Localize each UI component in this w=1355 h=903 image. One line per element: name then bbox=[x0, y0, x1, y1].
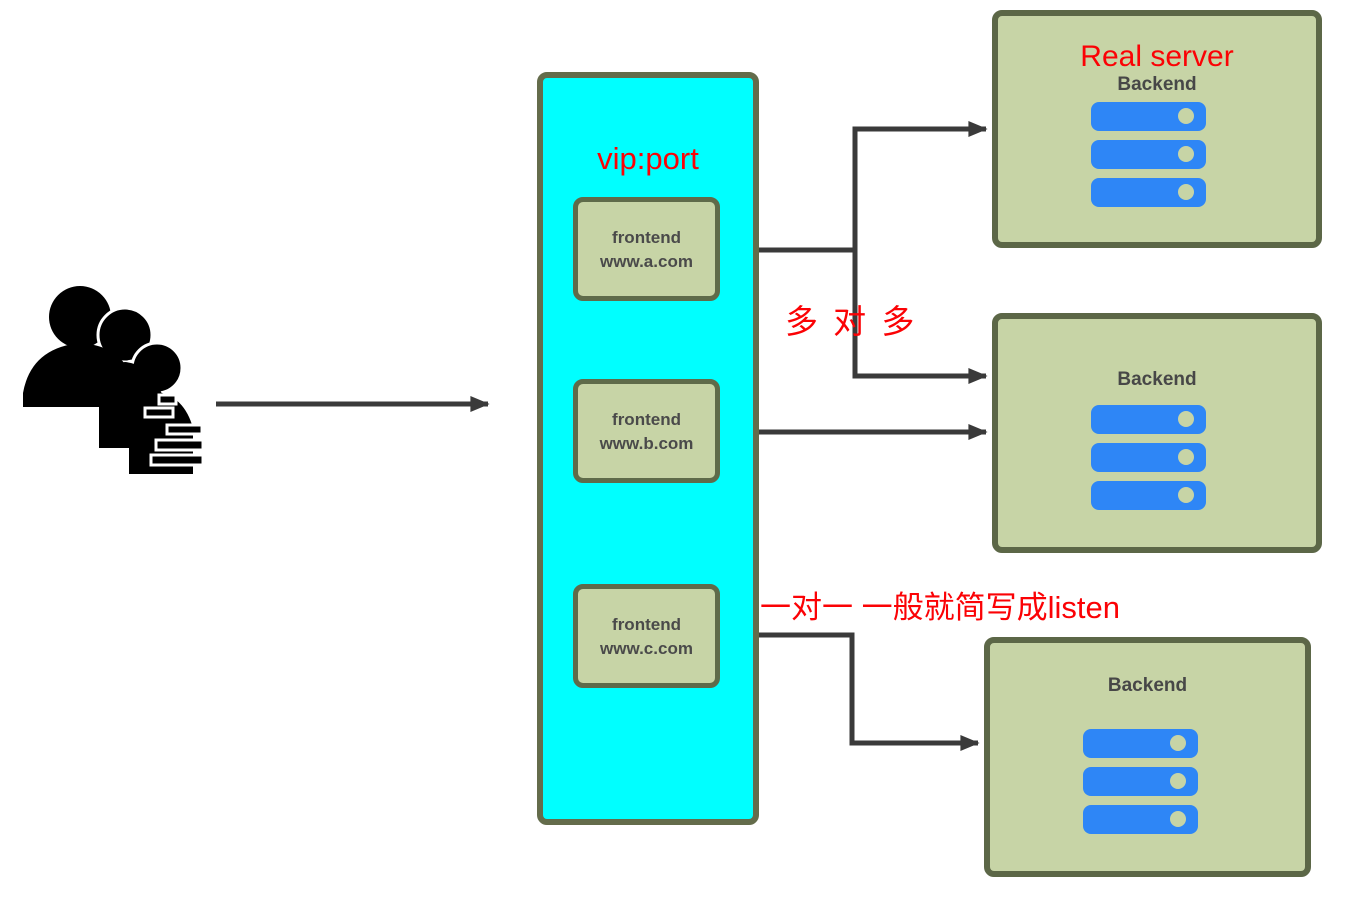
real-server-annotation: Real server bbox=[1080, 40, 1234, 73]
frontend-role-label: frontend bbox=[612, 410, 681, 429]
server-led-dot bbox=[1178, 487, 1194, 503]
users-group-icon bbox=[23, 286, 205, 474]
backend-box-2: Backend bbox=[992, 313, 1322, 553]
frontend-box-c: frontend www.c.com bbox=[573, 584, 720, 688]
server-bar-icon bbox=[1091, 481, 1206, 510]
frontend-host-label: www.b.com bbox=[599, 434, 694, 453]
backend-label: Backend bbox=[1117, 369, 1197, 390]
motion-lines-icon bbox=[143, 393, 205, 467]
server-bar-icon bbox=[1091, 178, 1206, 207]
frontend-role-label: frontend bbox=[612, 615, 681, 634]
frontend-box-b: frontend www.b.com bbox=[573, 379, 720, 483]
frontend-role-label: frontend bbox=[612, 228, 681, 247]
arrow-frontend-c-to-backend-3 bbox=[722, 632, 980, 751]
server-led-dot bbox=[1178, 411, 1194, 427]
server-led-dot bbox=[1178, 108, 1194, 124]
frontend-host-label: www.c.com bbox=[600, 639, 693, 658]
backend-label: Backend bbox=[1107, 675, 1188, 696]
many-to-many-annotation: 多 对 多 bbox=[785, 303, 918, 340]
backend-label: Backend bbox=[1117, 74, 1197, 95]
frontend-host-label: www.a.com bbox=[600, 252, 693, 271]
server-bar-icon bbox=[1091, 140, 1206, 169]
server-bar-icon bbox=[1083, 729, 1198, 758]
backend-box-1: Real server Backend bbox=[992, 10, 1322, 248]
one-to-one-listen-annotation: 一对一 一般就简写成listen bbox=[760, 590, 1120, 625]
server-led-dot bbox=[1178, 146, 1194, 162]
server-bar-icon bbox=[1091, 405, 1206, 434]
vip-port-label: vip:port bbox=[597, 141, 699, 176]
frontend-box-a: frontend www.a.com bbox=[573, 197, 720, 301]
server-bar-icon bbox=[1091, 102, 1206, 131]
server-bar-icon bbox=[1083, 805, 1198, 834]
server-bar-icon bbox=[1091, 443, 1206, 472]
arrow-frontend-a-to-backend-1 bbox=[852, 121, 988, 250]
server-led-dot bbox=[1178, 184, 1194, 200]
server-led-dot bbox=[1170, 773, 1186, 789]
backend-box-3: Backend bbox=[984, 637, 1311, 877]
server-led-dot bbox=[1170, 811, 1186, 827]
server-bar-icon bbox=[1083, 767, 1198, 796]
server-led-dot bbox=[1178, 449, 1194, 465]
server-led-dot bbox=[1170, 735, 1186, 751]
user-head-icon bbox=[49, 286, 111, 348]
